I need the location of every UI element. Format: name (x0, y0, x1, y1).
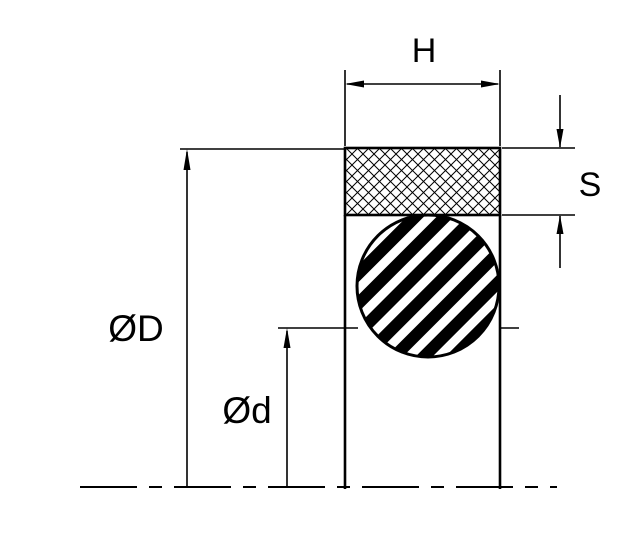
o-ring-cross-section (355, 213, 501, 359)
seal-ring-cross-section (343, 146, 502, 217)
s-arrow-down-icon (556, 129, 564, 148)
s-dimension: S (502, 95, 601, 268)
h-dimension: H (344, 32, 501, 146)
h-arrow-left-icon (345, 80, 364, 88)
outer-diameter-arrow-up-icon (183, 149, 191, 170)
groove-walls (343, 215, 502, 489)
h-dimension-label: H (412, 32, 437, 70)
s-arrow-up-icon (556, 215, 564, 234)
h-arrow-right-icon (481, 80, 500, 88)
outer-diameter-label: ØD (108, 308, 164, 349)
inner-diameter-dimension: Ød (222, 327, 519, 487)
inner-diameter-label: Ød (222, 390, 271, 431)
s-dimension-label: S (579, 166, 602, 204)
inner-diameter-arrow-up-icon (283, 328, 291, 348)
outer-diameter-dimension: ØD (108, 148, 344, 487)
